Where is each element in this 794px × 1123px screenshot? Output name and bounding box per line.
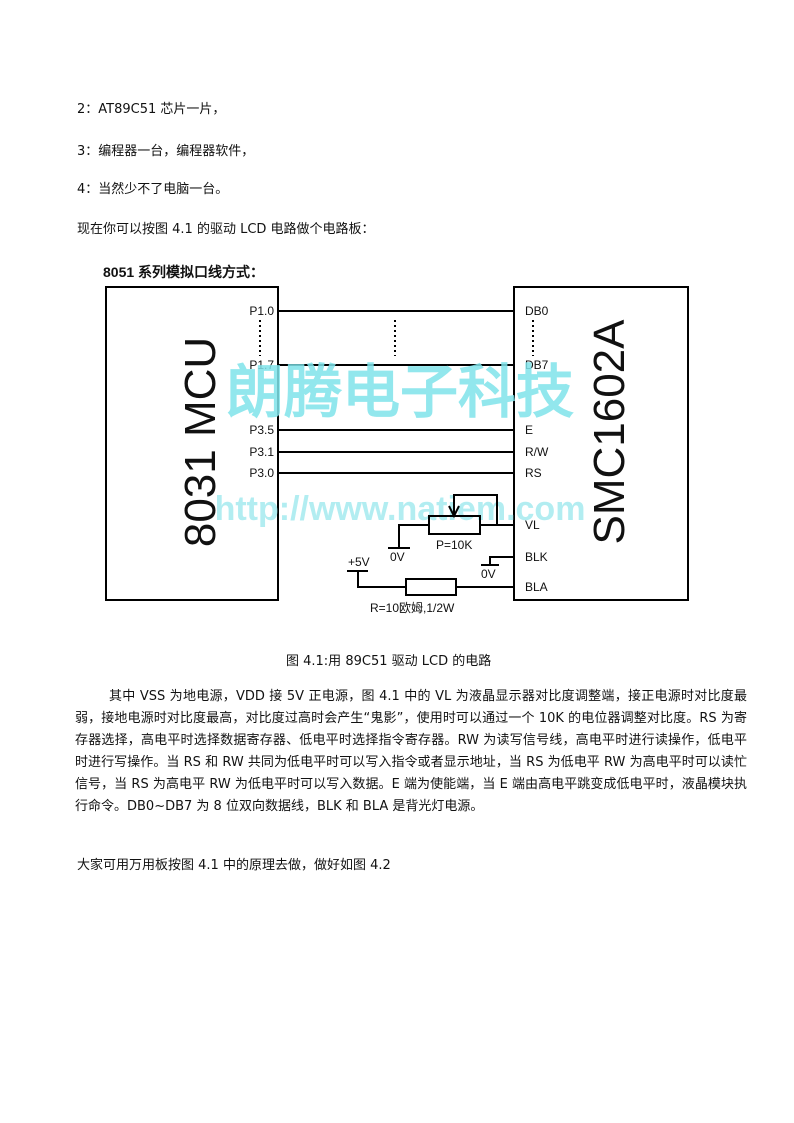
blk-ground [481, 556, 514, 566]
pin-rs: RS [525, 466, 542, 480]
pin-db7: DB7 [525, 358, 549, 372]
pot-label: P=10K [436, 538, 472, 552]
mcu-label: 8031 MCU [176, 337, 225, 547]
bus-wires [278, 310, 514, 474]
blk-ground-label: 0V [481, 567, 496, 581]
pin-vl: VL [525, 518, 540, 532]
ellipsis-dots [259, 320, 534, 356]
pot-ground-label: 0V [390, 550, 405, 564]
pin-rw: R/W [525, 445, 549, 459]
closing-line: 大家可用万用板按图 4.1 中的原理去做，做好如图 4.2 [77, 858, 391, 873]
pin-p1-0: P1.0 [249, 304, 274, 318]
lcd-box [513, 286, 689, 601]
list-item-2: 2：AT89C51 芯片一片， [77, 102, 226, 117]
vcc-label: +5V [348, 555, 370, 569]
pin-blk: BLK [525, 550, 548, 564]
intro-line: 现在你可以按图 4.1 的驱动 LCD 电路做个电路板： [77, 222, 375, 237]
resistor-label: R=10欧姆,1/2W [370, 601, 455, 615]
list-item-3: 3：编程器一台，编程器软件， [77, 144, 255, 159]
pin-p1-7: P1.7 [249, 358, 274, 372]
pin-p3-0: P3.0 [249, 466, 274, 480]
potentiometer [388, 494, 514, 549]
diagram-title: 8051 系列模拟口线方式： [103, 264, 264, 280]
pin-e: E [525, 423, 533, 437]
pin-bla: BLA [525, 580, 548, 594]
pin-p3-1: P3.1 [249, 445, 274, 459]
lcd-label: SMC1602A [585, 319, 634, 545]
pin-db0: DB0 [525, 304, 549, 318]
figure-caption: 图 4.1:用 89C51 驱动 LCD 的电路 [286, 654, 492, 669]
bla-resistor [347, 570, 514, 596]
pin-p3-5: P3.5 [249, 423, 274, 437]
watermark-url: http://www.natiem.com [215, 490, 586, 528]
mcu-box [105, 286, 279, 601]
body-paragraph: 其中 VSS 为地电源，VDD 接 5V 正电源，图 4.1 中的 VL 为液晶… [75, 689, 747, 814]
list-item-4: 4：当然少不了电脑一台。 [77, 182, 229, 197]
watermark-cn: 朗腾电子科技 [226, 360, 574, 425]
